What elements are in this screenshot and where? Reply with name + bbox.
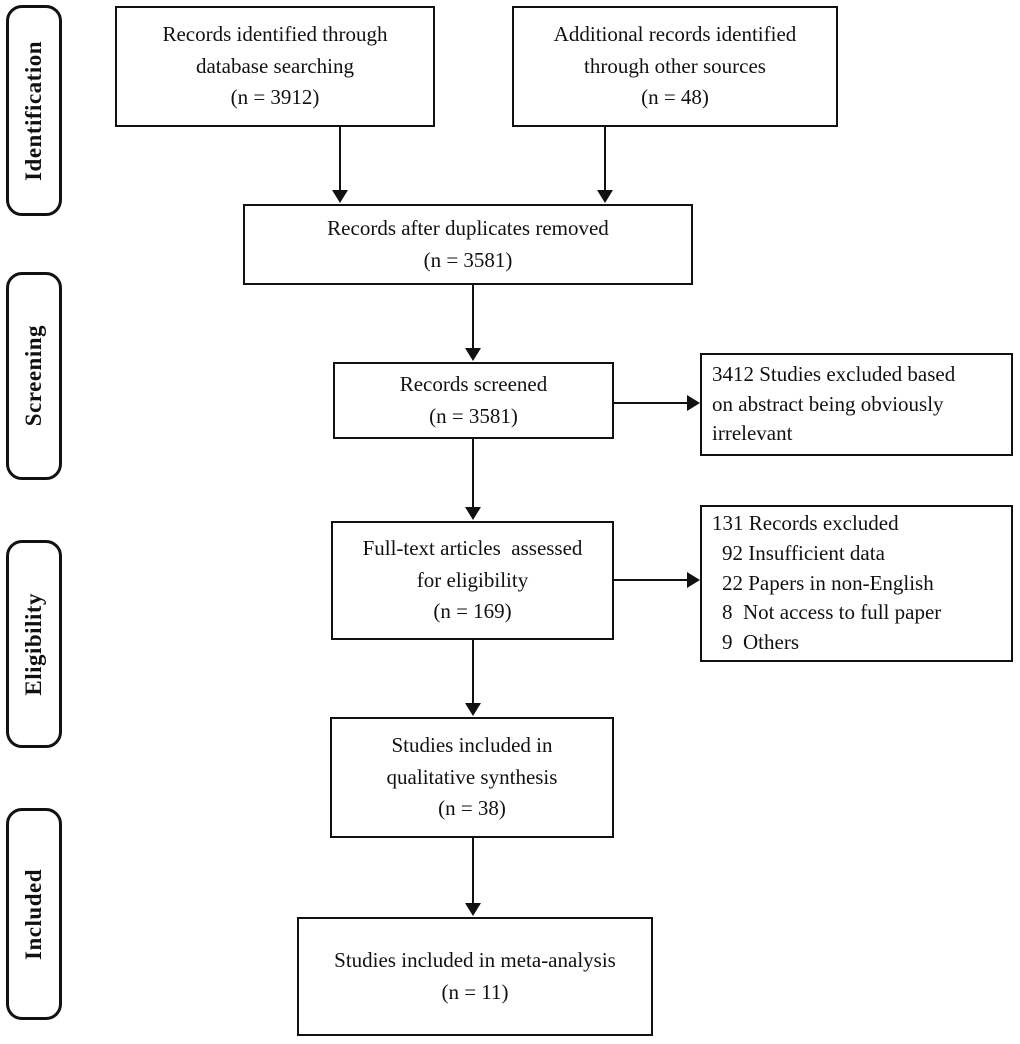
box-studies-excluded-abstract-line: on abstract being obviously <box>712 391 944 416</box>
box-records-excluded-details: 131 Records excluded 92 Insufficient dat… <box>700 505 1013 662</box>
box-records-screened-count: (n = 3581) <box>429 403 518 428</box>
box-fulltext-assessed-line: Full-text articles assessed <box>362 536 583 561</box>
box-qualitative-synthesis-line: Studies included in <box>391 733 553 758</box>
box-studies-excluded-abstract-line: 3412 Studies excluded based <box>712 361 956 386</box>
box-records-excluded-line: 131 Records excluded <box>712 510 899 535</box>
arrow-right-icon-fulltext-to-excluded <box>614 579 688 581</box>
box-fulltext-assessed-line: for eligibility <box>416 567 529 592</box>
box-studies-excluded-abstract: 3412 Studies excluded based on abstract … <box>700 353 1013 456</box>
box-duplicates-removed-count: (n = 3581) <box>423 247 513 272</box>
stage-included-label: Included <box>21 868 46 960</box>
box-meta-analysis-count: (n = 11) <box>441 979 509 1004</box>
box-meta-analysis: Studies included in meta-analysis (n = 1… <box>297 917 653 1036</box>
box-records-excluded-line: 9 Others <box>722 630 799 655</box>
arrow-down-icon-qualitative-to-meta <box>472 838 474 904</box>
box-records-identified-line: Records identified through <box>162 22 388 47</box>
box-additional-records: Additional records identified through ot… <box>512 6 838 127</box>
box-studies-excluded-abstract-line: irrelevant <box>712 421 793 446</box>
box-qualitative-synthesis-count: (n = 38) <box>438 796 506 821</box>
box-duplicates-removed: Records after duplicates removed (n = 35… <box>243 204 693 285</box>
box-additional-records-line: through other sources <box>584 53 766 78</box>
box-records-identified: Records identified through database sear… <box>115 6 435 127</box>
stage-eligibility-label: Eligibility <box>21 592 46 696</box>
box-additional-records-line: Additional records identified <box>553 22 797 47</box>
stage-identification: Identification <box>6 5 62 216</box>
box-fulltext-assessed: Full-text articles assessed for eligibil… <box>331 521 614 640</box>
box-records-screened: Records screened (n = 3581) <box>333 362 614 439</box>
box-records-excluded-line: 92 Insufficient data <box>722 540 885 565</box>
box-qualitative-synthesis-line: qualitative synthesis <box>386 764 558 789</box>
arrow-down-icon-screened-to-fulltext <box>472 439 474 508</box>
box-fulltext-assessed-count: (n = 169) <box>433 599 512 624</box>
arrow-down-icon-fulltext-to-qualitative <box>472 640 474 704</box>
box-records-excluded-line: 8 Not access to full paper <box>722 600 942 625</box>
box-meta-analysis-line: Studies included in meta-analysis <box>334 948 616 972</box>
box-records-screened-line: Records screened <box>399 372 548 396</box>
stage-identification-label: Identification <box>21 40 46 181</box>
box-records-identified-count: (n = 3912) <box>230 85 320 110</box>
arrow-right-icon-screened-to-excluded <box>614 402 688 404</box>
stage-screening-label: Screening <box>21 325 46 427</box>
box-records-identified-line: database searching <box>195 53 354 78</box>
box-records-excluded-line: 22 Papers in non-English <box>722 570 934 595</box>
arrow-down-icon-duplicates-to-screened <box>472 285 474 349</box>
arrow-down-icon-additional-to-duplicates <box>604 127 606 191</box>
stage-eligibility: Eligibility <box>6 540 62 748</box>
box-qualitative-synthesis: Studies included in qualitative synthesi… <box>330 717 614 838</box>
arrow-down-icon-identified-to-duplicates <box>339 127 341 191</box>
box-additional-records-count: (n = 48) <box>641 85 709 110</box>
stage-included: Included <box>6 808 62 1020</box>
box-duplicates-removed-line: Records after duplicates removed <box>327 216 609 240</box>
stage-screening: Screening <box>6 272 62 480</box>
